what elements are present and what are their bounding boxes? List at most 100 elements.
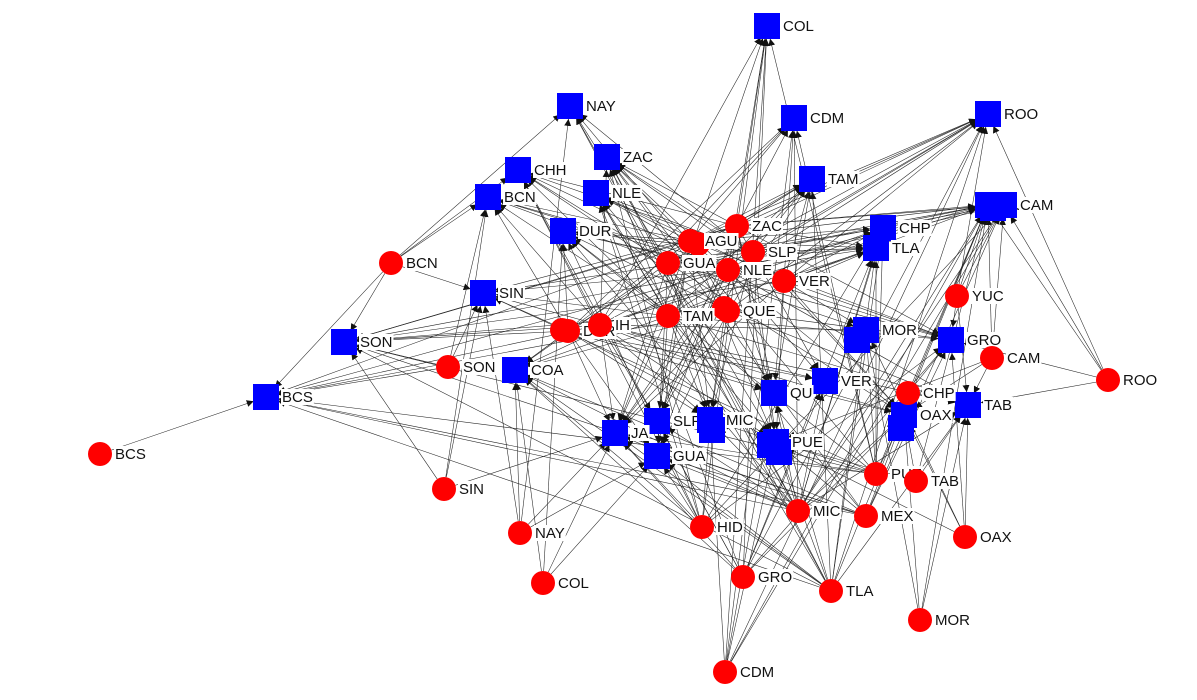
node-label-background: [672, 448, 707, 464]
edge-arrow: [578, 337, 700, 414]
node-sq-chh: CHH: [505, 157, 568, 183]
node-label: BCS: [282, 389, 313, 406]
edge-arrow: [601, 336, 616, 421]
node-sq-chp: CHP: [870, 215, 932, 241]
edge-arrow: [356, 282, 773, 343]
edge-arrow: [512, 382, 520, 522]
edge-arrow: [727, 454, 776, 661]
node-c-oax: OAX: [953, 525, 1013, 549]
node-label: OAX: [980, 529, 1012, 546]
node-label-background: [812, 503, 842, 519]
node-label: SON: [463, 359, 496, 376]
node-label: CAM: [1007, 350, 1040, 367]
node-label: MOR: [882, 322, 917, 339]
node-label: SIN: [459, 481, 484, 498]
node-sq-coa: COA: [502, 357, 565, 383]
origin-node-circle: [896, 381, 920, 405]
node-layer: COLNAYCDMROOCHHZACTAMBCNNLEYUCCAMDURCHPT…: [88, 13, 1159, 684]
node-label: NLE: [743, 262, 772, 279]
node-label: NLE: [612, 185, 641, 202]
node-label-background: [622, 149, 654, 165]
node-label: OAX: [920, 407, 952, 424]
edge-arrow: [785, 450, 857, 509]
destination-node-square: [955, 392, 981, 418]
edge-arrow: [494, 208, 563, 321]
node-c-nay: NAY: [508, 521, 566, 545]
node-label: AGU: [705, 233, 738, 250]
destination-node-square: [475, 184, 501, 210]
edge-arrow: [446, 305, 483, 478]
edge-arrow: [111, 400, 254, 451]
node-label: SLP: [768, 244, 796, 261]
edge-arrow: [870, 216, 1000, 506]
node-label: TLA: [892, 240, 920, 257]
node-sq-que: QU: [761, 380, 814, 406]
destination-node-square: [331, 329, 357, 355]
node-label: CDM: [740, 664, 774, 681]
edge-arrow: [608, 127, 786, 317]
node-sq-nay: NAY: [557, 93, 617, 119]
node-label: GUA: [683, 255, 716, 272]
node-c-tab: TAB: [904, 469, 961, 493]
edge-arrow: [607, 198, 680, 236]
origin-node-circle: [656, 304, 680, 328]
node-sq-tab: TAB: [955, 392, 1014, 418]
edge-arrow: [679, 266, 854, 327]
node-label-background: [725, 412, 755, 428]
node-label: COL: [558, 575, 589, 592]
node-label: JA: [631, 425, 649, 442]
destination-node-square: [938, 327, 964, 353]
node-label: MEX: [881, 508, 914, 525]
node-sq-jal: JA: [602, 420, 650, 446]
origin-node-circle: [656, 251, 680, 275]
edge-arrow: [707, 238, 877, 517]
edge-arrow: [455, 435, 603, 486]
edge-arrow: [355, 347, 821, 586]
node-label-background: [503, 189, 537, 205]
node-label-background: [1122, 372, 1159, 388]
edge-arrow: [450, 209, 487, 356]
node-label-background: [791, 434, 824, 450]
node-label: BCN: [406, 255, 438, 272]
origin-node-circle: [731, 565, 755, 589]
edge-arrow: [747, 392, 821, 567]
node-c-chh: IH: [588, 313, 631, 337]
edge-arrow: [521, 118, 572, 522]
node-sq-slp: SLP: [644, 408, 703, 434]
edge-arrow: [837, 415, 961, 582]
node-sq-dur: DUR: [550, 218, 613, 244]
node-sq-bcs: BCS: [253, 384, 314, 410]
edge-arrow: [351, 352, 438, 480]
edge-arrow: [702, 432, 712, 516]
node-c-hid: HID: [690, 515, 744, 539]
edge-arrow: [948, 352, 965, 526]
node-label: MOR: [935, 612, 970, 629]
edge-arrow: [992, 217, 1006, 347]
origin-node-circle: [432, 477, 456, 501]
edge-arrow: [832, 260, 877, 580]
edge-arrow: [495, 270, 717, 295]
edge-arrow: [527, 178, 660, 308]
node-c-roo: ROO: [1096, 368, 1159, 392]
edge-arrow: [604, 202, 859, 507]
node-label-background: [585, 98, 617, 114]
edge-arrow: [1010, 216, 1103, 370]
edge-arrow: [871, 341, 961, 527]
edge-arrow: [611, 231, 871, 322]
node-c-sin: SIN: [432, 477, 486, 501]
node-label: CAM: [1020, 197, 1053, 214]
node-c-agu: AGU: [678, 229, 739, 253]
node-label-background: [922, 385, 956, 401]
node-sq-mic: MIC: [697, 407, 755, 433]
edge-arrow: [620, 326, 664, 422]
node-sq-ver: VER: [812, 368, 873, 394]
edge-arrow: [804, 215, 982, 501]
edge-arrow: [669, 460, 787, 507]
edge-arrow: [804, 215, 997, 502]
node-sq-gro: GRO: [938, 327, 1003, 353]
edge-arrow: [526, 374, 856, 512]
edge-arrow: [623, 442, 736, 569]
node-c-col: COL: [531, 571, 590, 595]
edge-arrow: [673, 273, 770, 432]
